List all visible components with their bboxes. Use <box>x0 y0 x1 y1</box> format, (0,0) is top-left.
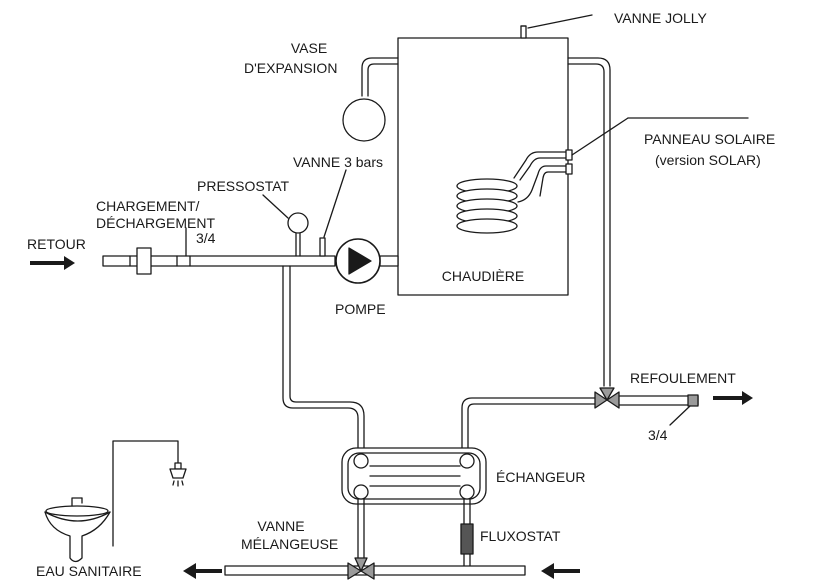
outlet-size-label: 3/4 <box>648 427 668 443</box>
refoulement-valve <box>594 387 620 409</box>
jolly-leader-line <box>527 14 593 29</box>
solar-leader-line <box>571 117 629 156</box>
pressure-switch <box>287 212 309 257</box>
pompe-label: POMPE <box>335 301 386 317</box>
expansion-pipe <box>361 57 399 97</box>
expansion-vessel <box>342 98 386 142</box>
chargement-label-line2: DÉCHARGEMENT <box>96 215 216 231</box>
inlet-size-label: 3/4 <box>196 230 216 246</box>
plate-heat-exchanger <box>341 447 487 505</box>
retour-arrow-icon <box>30 256 75 270</box>
charging-valve <box>136 247 152 275</box>
flow-switch <box>460 523 474 555</box>
refoulement-arrow-icon <box>713 391 753 405</box>
sink <box>44 497 111 563</box>
eau-sanitaire-label: EAU SANITAIRE <box>36 563 142 579</box>
pressostat-label: PRESSOSTAT <box>197 178 290 194</box>
panneau-label-line1: PANNEAU SOLAIRE <box>644 131 776 147</box>
vanne3-leader-line <box>323 169 347 238</box>
vanne-melangeuse-label-line1: VANNE <box>257 518 305 534</box>
mixing-valve <box>347 557 375 580</box>
boiler-outlet-pipe <box>567 57 611 387</box>
return-pipe <box>102 255 399 267</box>
outlet-size-leader-line <box>669 405 691 426</box>
pump-arrow <box>348 247 372 275</box>
echangeur-label: ÉCHANGEUR <box>496 469 586 485</box>
vanne-melangeuse-label-line2: MÉLANGEUSE <box>241 536 339 552</box>
fluxostat-label: FLUXOSTAT <box>480 528 561 544</box>
boiler <box>397 37 569 296</box>
solar-coil <box>456 149 573 234</box>
chaudiere-label: CHAUDIÈRE <box>441 268 525 284</box>
shower <box>112 440 187 547</box>
chargement-label-line1: CHARGEMENT/ <box>96 198 200 214</box>
refoulement-label: REFOULEMENT <box>630 370 736 386</box>
retour-label: RETOUR <box>27 236 86 252</box>
vanne-jolly-label: VANNE JOLLY <box>614 10 707 26</box>
outlet-pipe <box>617 394 699 407</box>
cold-water-in-arrow-icon <box>541 563 580 579</box>
vanne-3bars-label: VANNE 3 bars <box>293 154 383 170</box>
safety-valve-3bar <box>319 237 326 257</box>
panneau-label-line2: (version SOLAR) <box>655 152 761 168</box>
vase-label-line1: VASE <box>290 40 328 56</box>
sanitary-out-arrow-icon <box>183 563 222 579</box>
jolly-valve <box>520 25 527 39</box>
exchanger-primary-outlet-pipe <box>461 397 599 451</box>
vase-label-line2: D'EXPANSION <box>244 60 338 76</box>
pressostat-leader-line <box>262 194 289 219</box>
exchanger-primary-inlet-pipe <box>282 265 365 451</box>
